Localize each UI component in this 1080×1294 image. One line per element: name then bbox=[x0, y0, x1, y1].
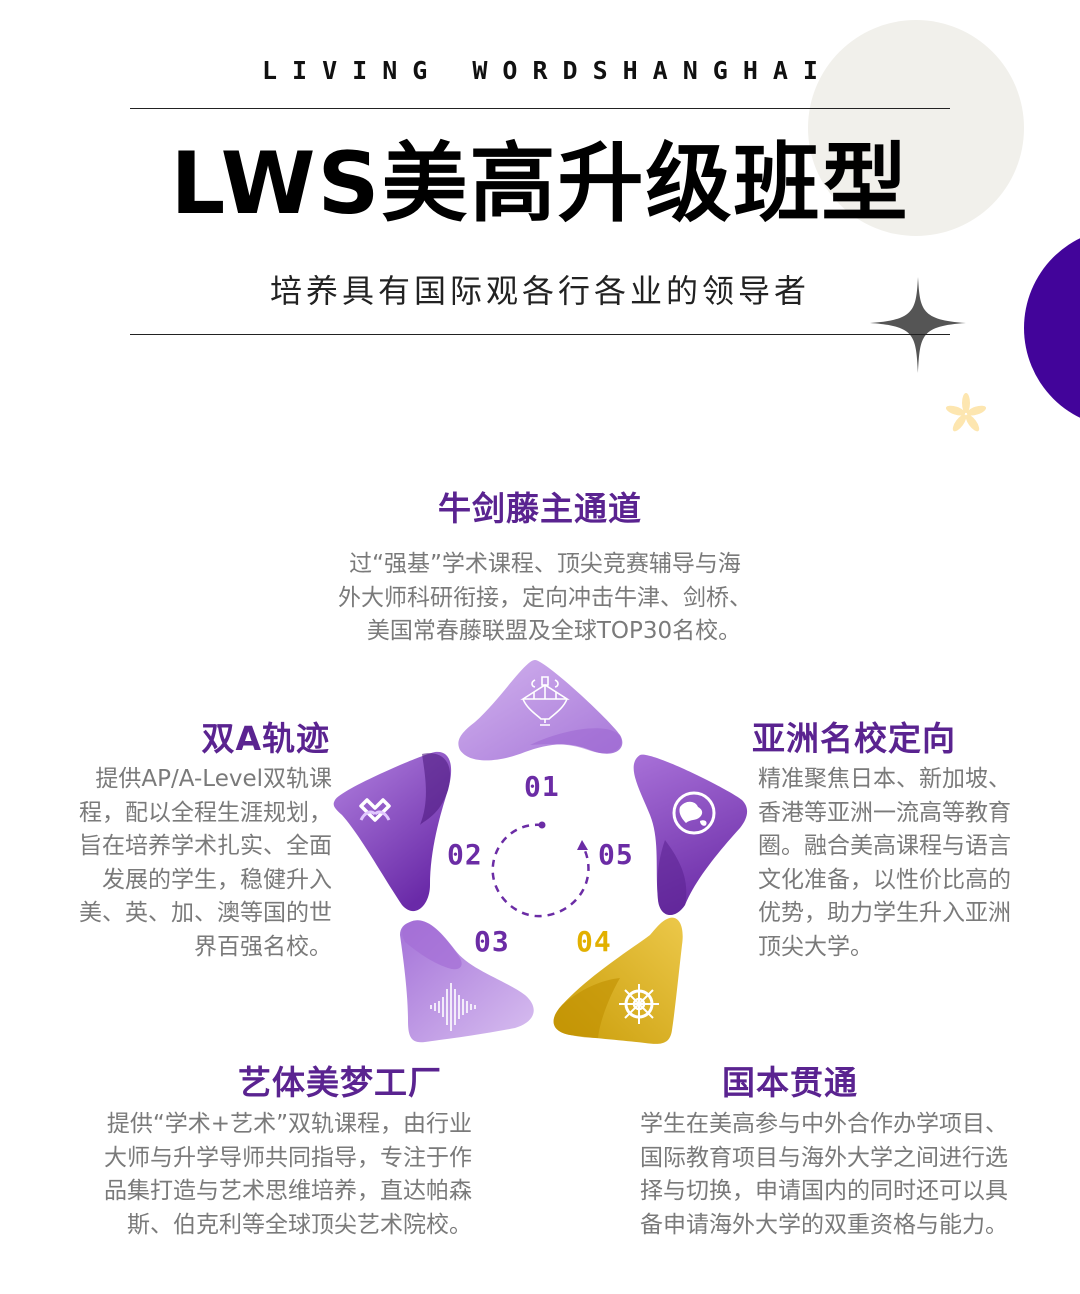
section-body-arts-sports: 提供“学术+艺术”双轨课程，由行业 大师与升学导师共同指导，专注于作 品集打造与… bbox=[32, 1108, 472, 1242]
text-line: 提供AP/A-Level双轨课 bbox=[95, 766, 332, 792]
text-line: 大师与升学导师共同指导，专注于作 bbox=[104, 1144, 472, 1171]
text-line: 备申请海外大学的双重资格与能力。 bbox=[640, 1211, 1008, 1238]
sound-wave-icon bbox=[430, 983, 476, 1031]
section-body-oxbridge-ivy: 过“强基”学术课程、顶尖竞赛辅导与海 外大师科研衔接，定向冲击牛津、剑桥、 美国… bbox=[300, 548, 790, 649]
spinning-top-icon bbox=[520, 676, 570, 726]
text-line: 程，配以全程生涯规划， bbox=[79, 799, 332, 826]
page-subtitle: 培养具有国际观各行各业的领导者 bbox=[269, 272, 810, 310]
text-line: 过“强基”学术课程、顶尖竞赛辅导与海 bbox=[349, 551, 741, 577]
heart-link-icon bbox=[359, 798, 391, 822]
step-04-shape bbox=[553, 917, 683, 1044]
text-line: 斯、伯克利等全球顶尖艺术院校。 bbox=[127, 1211, 472, 1238]
text-line: 国际教育项目与海外大学之间进行选 bbox=[640, 1144, 1008, 1171]
step-number-04: 04 bbox=[576, 925, 612, 958]
step-02-shape bbox=[333, 751, 452, 912]
text-line: 顶尖大学。 bbox=[758, 933, 873, 960]
text-line: 美国常春藤联盟及全球TOP30名校。 bbox=[366, 618, 742, 644]
sparkle-cross-icon bbox=[870, 277, 966, 373]
text-line: 精准聚焦日本、新加坡、 bbox=[758, 766, 1011, 792]
step-number-03: 03 bbox=[474, 925, 510, 958]
section-body-dual-a: 提供AP/A-Level双轨课 程，配以全程生涯规划， 旨在培养学术扎实、全面 … bbox=[40, 763, 332, 964]
text-line: 优势，助力学生升入亚洲 bbox=[758, 900, 1011, 926]
section-body-domestic-pathway: 学生在美高参与中外合作办学项目、 国际教育项目与海外大学之间进行选 择与切换，申… bbox=[640, 1108, 1060, 1242]
text-line: 发展的学生，稳健升入 bbox=[102, 866, 332, 893]
globe-icon bbox=[672, 791, 716, 835]
page-title: LWS美高升级班型 bbox=[170, 134, 910, 234]
section-title-dual-a: 双A轨迹 bbox=[201, 719, 330, 758]
diagram-shapes bbox=[333, 660, 748, 1044]
text-line: 香港等亚洲一流高等教育 bbox=[758, 799, 1011, 826]
divider-bottom bbox=[130, 334, 950, 335]
text-line: 外大师科研衔接，定向冲击牛津、剑桥、 bbox=[338, 584, 752, 611]
brand-name: LIVING WORDSHANGHAI bbox=[262, 56, 833, 85]
section-title-asia-schools: 亚洲名校定向 bbox=[752, 719, 956, 758]
section-title-arts-sports: 艺体美梦工厂 bbox=[238, 1063, 442, 1102]
step-number-05: 05 bbox=[598, 838, 634, 871]
text-line: 圈。融合美高课程与语言 bbox=[758, 833, 1011, 859]
section-body-asia-schools: 精准聚焦日本、新加坡、 香港等亚洲一流高等教育 圈。融合美高课程与语言 文化准备… bbox=[758, 763, 1058, 964]
text-line: 择与切换，申请国内的同时还可以具 bbox=[640, 1178, 1008, 1204]
text-line: 提供“学术+艺术”双轨课程，由行业 bbox=[106, 1111, 472, 1137]
text-line: 学生在美高参与中外合作办学项目、 bbox=[640, 1111, 1008, 1137]
text-line: 品集打造与艺术思维培养，直达帕森 bbox=[104, 1178, 472, 1204]
section-title-oxbridge-ivy: 牛剑藤主通道 bbox=[438, 489, 642, 528]
step-05-shape bbox=[633, 754, 748, 916]
pathway-cycle-diagram: 01 02 03 04 05 bbox=[330, 650, 750, 1050]
step-number-02: 02 bbox=[447, 838, 483, 871]
asterisk-star-icon bbox=[945, 393, 987, 432]
step-03-shape bbox=[400, 920, 534, 1043]
cycle-arrow-icon bbox=[491, 821, 590, 918]
step-number-01: 01 bbox=[524, 770, 560, 803]
text-line: 文化准备，以性价比高的 bbox=[758, 866, 1011, 893]
divider-top bbox=[130, 108, 950, 109]
ship-wheel-icon bbox=[619, 984, 659, 1024]
text-line: 旨在培养学术扎实、全面 bbox=[79, 833, 332, 859]
section-title-domestic-pathway: 国本贯通 bbox=[722, 1063, 858, 1102]
text-line: 美、英、加、澳等国的世 bbox=[79, 900, 332, 926]
decorative-purple-circle bbox=[1024, 228, 1080, 428]
step-01-shape bbox=[458, 660, 623, 761]
decorative-beige-circle bbox=[808, 20, 1024, 236]
text-line: 界百强名校。 bbox=[194, 933, 332, 960]
